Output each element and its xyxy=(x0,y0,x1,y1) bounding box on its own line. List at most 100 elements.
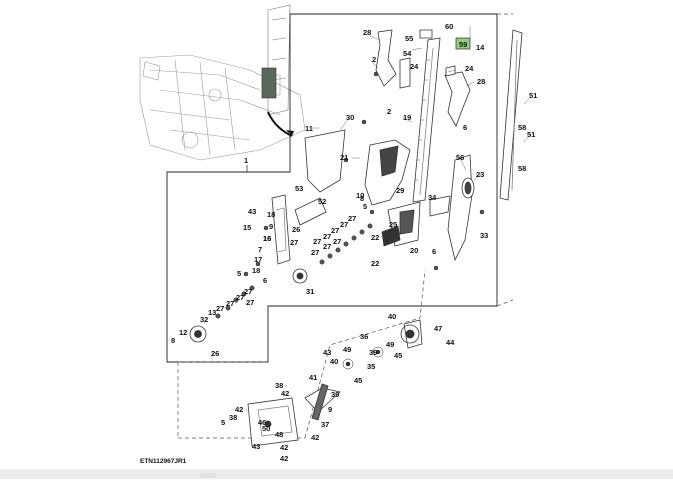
callout-label: 29 xyxy=(396,186,404,195)
callout-label: 39 xyxy=(331,390,339,399)
leader-lines xyxy=(312,26,532,181)
callout-label: 40 xyxy=(388,312,396,321)
callout-label: 38 xyxy=(275,381,283,390)
callout-label: 47 xyxy=(434,324,442,333)
side-rail xyxy=(499,29,523,201)
callout-label: 49 xyxy=(343,345,351,354)
callout-label: 45 xyxy=(354,376,362,385)
callout-label: 27 xyxy=(313,237,321,246)
callout-label: 35 xyxy=(367,362,375,371)
tensioner-assembly xyxy=(304,129,475,262)
callout-label: 16 xyxy=(263,234,271,243)
callout-label: 27 xyxy=(333,237,341,246)
callout-label: 43 xyxy=(248,207,256,216)
callout-label: 51 xyxy=(527,130,535,139)
callout-label: 27 xyxy=(216,304,224,313)
callout-label: 18 xyxy=(267,210,275,219)
figure-code: ETN112967JR1 xyxy=(140,458,187,465)
callout-label: 26 xyxy=(211,349,219,358)
callout-label: 32 xyxy=(200,315,208,324)
callout-label: 42 xyxy=(280,443,288,452)
callout-label: 27 xyxy=(323,242,331,251)
callout-label: 16 xyxy=(263,234,271,243)
callout-label: 17 xyxy=(254,255,262,264)
callout-label: 13 xyxy=(208,308,216,317)
callout-label: 39 xyxy=(369,348,377,357)
callout-label: 50 xyxy=(262,424,270,433)
callout-label: 27 xyxy=(246,298,254,307)
highlighted-part-59 xyxy=(455,37,471,50)
callout-label: 5 xyxy=(363,202,367,211)
callout-label: 27 xyxy=(226,299,234,308)
callout-label: 43 xyxy=(252,442,260,451)
callout-label: 8 xyxy=(171,336,175,345)
callout-label: 6 xyxy=(263,276,267,285)
callout-label: 58 xyxy=(518,164,526,173)
callout-label: 41 xyxy=(309,373,317,382)
callout-label: 7 xyxy=(258,245,262,254)
callout-label: 27 xyxy=(311,248,319,257)
callout-label: 54 xyxy=(403,49,412,58)
callout-label: 59 xyxy=(459,40,467,49)
callout-label: 10 xyxy=(356,191,364,200)
callout-label: 14 xyxy=(476,43,485,52)
callout-label: 11 xyxy=(305,124,313,133)
callout-label: 27 xyxy=(340,220,348,229)
callout-labels: 28 60 55 59 14 54 2 24 24 28 30 11 19 2 … xyxy=(140,22,537,465)
callout-label: 28 xyxy=(477,77,485,86)
callout-label: 53 xyxy=(295,184,303,193)
callout-label: 23 xyxy=(476,170,484,179)
callout-label: 58 xyxy=(518,123,526,132)
callout-label: 2 xyxy=(372,55,376,64)
callout-label: 25 xyxy=(389,220,397,229)
callout-label: 26 xyxy=(292,225,300,234)
callout-label: 38 xyxy=(229,413,237,422)
callout-label: 33 xyxy=(480,231,488,240)
callout-label: 15 xyxy=(243,223,251,232)
callout-label: 31 xyxy=(306,287,314,296)
callout-label: 56 xyxy=(456,153,464,162)
callout-label: 48 xyxy=(275,430,283,439)
vertical-channel xyxy=(412,37,441,203)
callout-label: 42 xyxy=(280,454,288,463)
callout-label: 24 xyxy=(410,62,419,71)
callout-label: 12 xyxy=(179,328,187,337)
callout-label: 43 xyxy=(323,348,331,357)
callout-label: 27 xyxy=(290,238,298,247)
detail-arrow xyxy=(267,111,293,137)
callout-label: 6 xyxy=(463,123,467,132)
callout-label: 21 xyxy=(340,153,348,162)
callout-label: 6 xyxy=(432,247,436,256)
lower-linkage xyxy=(247,383,341,447)
left-arm-assembly xyxy=(189,194,423,349)
callout-label: 60 xyxy=(445,22,453,31)
callout-label: 40 xyxy=(330,357,338,366)
callout-label: 27 xyxy=(244,287,252,296)
callout-label: 28 xyxy=(363,28,371,37)
callout-label: 24 xyxy=(465,64,474,73)
machine-overview-thumbnail xyxy=(139,4,306,161)
callout-label: 20 xyxy=(410,246,418,255)
resize-grip-icon[interactable]: :::::::: xyxy=(200,472,217,479)
callout-label: 37 xyxy=(321,420,329,429)
callout-label: 5 xyxy=(237,269,241,278)
callout-label: 46 xyxy=(258,418,266,427)
callout-label: 27 xyxy=(323,232,331,241)
callout-label: 42 xyxy=(235,405,243,414)
dashed-subframe xyxy=(177,269,426,439)
callout-label: 34 xyxy=(428,193,437,202)
callout-label: 2 xyxy=(387,107,391,116)
bottom-scroll-bar[interactable] xyxy=(0,469,673,479)
callout-label: 36 xyxy=(360,332,368,341)
callout-label: 5 xyxy=(221,418,225,427)
callout-label: 22 xyxy=(371,233,379,242)
callout-label: 42 xyxy=(311,433,319,442)
callout-label: 49 xyxy=(386,340,394,349)
callout-label: 9 xyxy=(328,405,332,414)
callout-label: 55 xyxy=(405,34,413,43)
callout-label: 8 xyxy=(360,194,364,203)
upper-brackets xyxy=(375,29,471,127)
callout-label: 27 xyxy=(331,226,339,235)
callout-label: 42 xyxy=(281,389,289,398)
